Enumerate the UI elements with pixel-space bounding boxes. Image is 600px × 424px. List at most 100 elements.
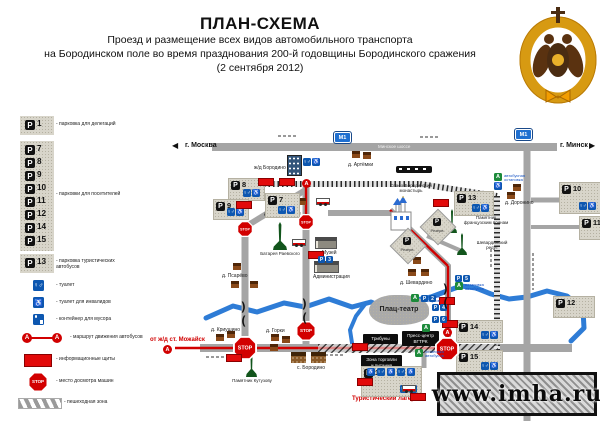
parking-p-icon: P bbox=[25, 120, 35, 130]
stop-sign-text: STOP bbox=[297, 322, 315, 340]
parking-sign-number: 3 bbox=[326, 256, 333, 263]
parking-p-icon: P bbox=[268, 196, 277, 205]
parking-p-icon: P bbox=[25, 210, 35, 220]
parking-p-icon: P bbox=[459, 323, 468, 332]
info-board-icon bbox=[258, 178, 274, 186]
civic-label: Музей bbox=[322, 250, 337, 256]
church-label: Спасо-Бородинский монастырь bbox=[390, 183, 432, 194]
wheelchair-toilet-icon: ♿ bbox=[33, 297, 44, 308]
pedestrian-zone-icon bbox=[18, 398, 62, 409]
parking-p-icon: P bbox=[582, 219, 591, 228]
bridge-icon: )( bbox=[239, 300, 251, 328]
wheelchair-toilet-icon: ♿ bbox=[236, 208, 244, 216]
info-board-icon bbox=[24, 354, 52, 367]
wheelchair-toilet-icon: ♿ bbox=[387, 368, 395, 376]
wheelchair-toilet-icon: ♿ bbox=[481, 204, 489, 212]
info-board-icon bbox=[279, 178, 295, 186]
village-label: д. Криушино bbox=[211, 327, 241, 333]
page-title: ПЛАН-СХЕМА bbox=[199, 14, 321, 33]
village-house-icon bbox=[270, 344, 278, 351]
parking-p-icon: P bbox=[216, 202, 225, 211]
train-station-icon bbox=[287, 155, 302, 176]
anniversary-eagle-emblem-icon bbox=[519, 7, 597, 104]
toilet-icon: ♀♂ bbox=[377, 368, 385, 376]
monument-icon bbox=[447, 209, 457, 233]
parking-p-icon: P bbox=[231, 181, 240, 190]
toilet-icon: ♀♂ bbox=[397, 368, 405, 376]
stop-sign-text: STOP bbox=[234, 337, 256, 359]
wheelchair-toilet-icon: ♿ bbox=[312, 158, 320, 166]
info-board-icon bbox=[352, 343, 368, 351]
parking-p-icon: P bbox=[25, 236, 35, 246]
civic-building-icon bbox=[314, 261, 339, 273]
map-label: от ж/д ст. Можайск bbox=[150, 337, 205, 343]
event-zone-label: Трибуны bbox=[371, 336, 390, 342]
monument-icon bbox=[457, 233, 467, 255]
wheelchair-toilet-icon: ♿ bbox=[588, 202, 596, 210]
village-label: д. Горки bbox=[266, 328, 285, 334]
parking-number: 13 bbox=[468, 193, 477, 202]
info-board-icon bbox=[357, 378, 373, 386]
parking-number: 14 bbox=[37, 222, 47, 231]
civic-building-icon bbox=[315, 237, 337, 249]
parking-sign-number: 4 bbox=[440, 304, 447, 311]
parking-number: 15 bbox=[37, 235, 47, 244]
toilet-icon: ♀♂ bbox=[243, 189, 251, 197]
train-icon bbox=[396, 166, 432, 173]
parking-number: 14 bbox=[470, 322, 479, 331]
parking-number: 10 bbox=[37, 183, 47, 192]
village-label: д. Артёмки bbox=[348, 162, 374, 168]
info-board-icon bbox=[442, 320, 458, 328]
emblem bbox=[518, 6, 598, 104]
parking-p-icon: P bbox=[433, 218, 441, 226]
village-house-icon bbox=[227, 331, 235, 338]
stop-sign-text: STOP bbox=[238, 222, 252, 236]
info-board-icon bbox=[308, 251, 324, 259]
toilet-icon: ♀♂ bbox=[481, 331, 489, 339]
village-house-icon bbox=[352, 151, 360, 158]
parking-sign-icon: P bbox=[455, 275, 462, 282]
parking-p-icon: P bbox=[25, 184, 35, 194]
watermark: www.imha.ru bbox=[432, 372, 600, 416]
bus-route-marker-icon: А bbox=[443, 328, 452, 337]
stop-sign-text: STOP bbox=[436, 338, 458, 360]
parking-sign-icon: P bbox=[318, 256, 325, 263]
village-house-icon bbox=[413, 257, 421, 264]
subtitle-line-2: на Бородинском поле во время праздновани… bbox=[44, 47, 476, 60]
wheelchair-toilet-icon: ♿ bbox=[252, 189, 260, 197]
village-label: д. Псарёво bbox=[222, 273, 248, 279]
map-label: ж/д Бородино bbox=[254, 165, 286, 171]
map-label: Туристический лагерь bbox=[352, 396, 419, 402]
parking-number: 8 bbox=[37, 157, 42, 166]
minsk-arrow-icon: ▶ bbox=[589, 141, 596, 150]
village-house-icon bbox=[507, 192, 515, 199]
stop-sign-text: STOP bbox=[299, 215, 313, 229]
wheelchair-toilet-icon: ♿ bbox=[407, 368, 415, 376]
village-house-icon bbox=[233, 263, 241, 270]
bus-route-marker-icon: А bbox=[163, 345, 172, 354]
event-zone-label: ВГТРК bbox=[413, 338, 428, 344]
map-label: Минское шоссе bbox=[378, 144, 411, 149]
info-board-icon bbox=[236, 201, 252, 209]
subtitle-line-3: (2 сентября 2012) bbox=[216, 61, 304, 74]
legend-label: - место досмотра машин bbox=[56, 378, 114, 384]
wheelchair-toilet-icon: ♿ bbox=[490, 331, 498, 339]
parking-sign-number: 5 bbox=[463, 275, 470, 282]
bus-stop-label: автобусная остановка bbox=[504, 173, 526, 183]
legend-label: - информационные щиты bbox=[56, 356, 116, 362]
parking-number: 10 bbox=[573, 184, 582, 193]
stop-sign: STOP bbox=[298, 214, 314, 230]
parking-p-icon: P bbox=[25, 145, 35, 155]
info-board-icon bbox=[433, 199, 449, 207]
parking-p-icon: P bbox=[25, 171, 35, 181]
parking-sign-icon: P bbox=[432, 304, 439, 311]
parking-sign-icon: P bbox=[432, 316, 439, 323]
parking-number: 9 bbox=[227, 201, 232, 210]
village-label: д. Доронино bbox=[505, 200, 534, 206]
bus-route-marker-icon: А bbox=[22, 333, 32, 343]
plac-theatre-label: Плац-театр bbox=[379, 306, 419, 313]
bus-stop-icon: А bbox=[494, 173, 502, 181]
bus-stop-icon: А bbox=[455, 282, 463, 290]
